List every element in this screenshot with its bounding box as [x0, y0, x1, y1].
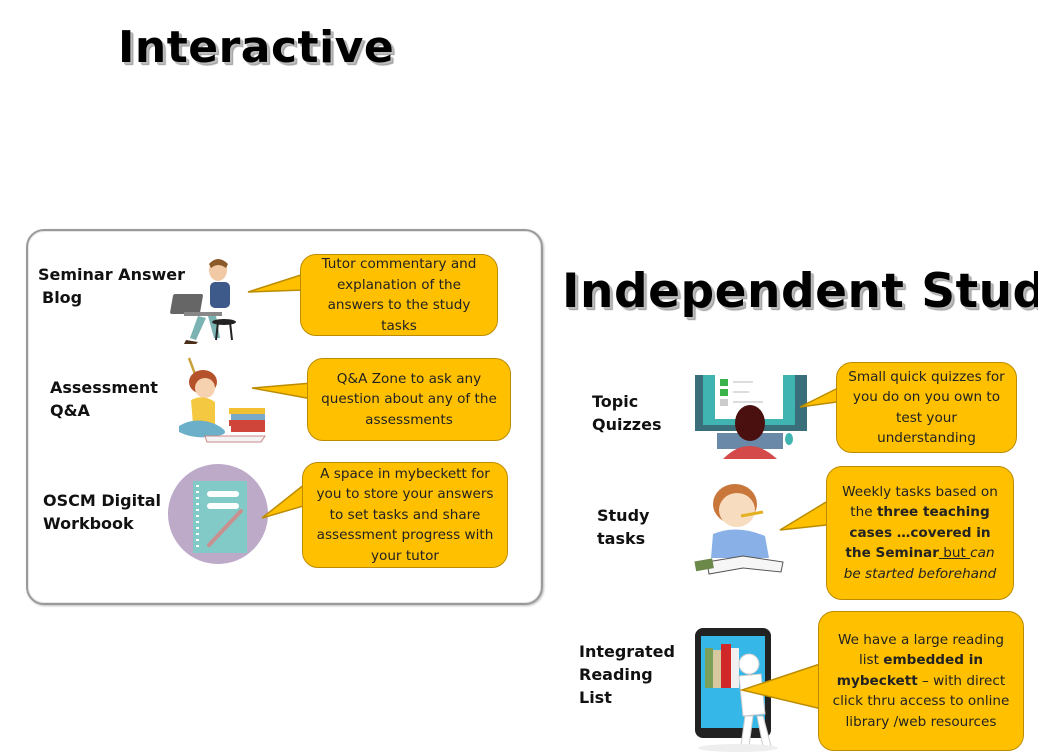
seminar-answer-blog-label: Seminar Answer Blog — [38, 263, 185, 309]
bubble-text-part: Weekly tasks based on the — [842, 483, 998, 521]
tablet-bookshelf-illustration — [695, 628, 778, 752]
integrated-reading-list-bubble-text: We have a large reading list embedded in… — [827, 630, 1015, 733]
bubble-text-underline: but — [938, 545, 971, 562]
interactive-panel — [26, 229, 543, 605]
bubble-text-bold: embedded in mybeckett — [836, 652, 984, 689]
assessment-qa-bubble: Q&A Zone to ask any question about any o… — [307, 358, 511, 441]
bubble-tail — [739, 661, 827, 711]
boy-studying-illustration — [694, 484, 784, 575]
label-line: Blog — [42, 288, 83, 307]
label-line: Reading — [579, 665, 653, 684]
bubble-tail — [247, 273, 305, 293]
student-thinking-books-illustration — [179, 357, 266, 443]
label-line: Q&A — [50, 401, 90, 420]
study-tasks-label: Study tasks — [597, 504, 649, 550]
bubble-text-italic: can be started beforehand — [843, 545, 997, 582]
label-line: Assessment — [50, 378, 158, 397]
label-line: OSCM Digital — [43, 491, 161, 510]
label-line: Integrated — [579, 642, 675, 661]
bubble-text-part: We have a large reading list — [837, 631, 1005, 669]
bubble-text-part: – with direct click thru access to onlin… — [832, 672, 1010, 730]
study-tasks-bubble-text: Weekly tasks based on the three teaching… — [835, 482, 1005, 585]
label-line: Workbook — [43, 514, 134, 533]
label-line: Study — [597, 506, 650, 525]
quiz-computer-illustration — [695, 375, 807, 459]
label-line: Topic — [592, 392, 639, 411]
bubble-tail — [261, 479, 311, 519]
oscm-digital-workbook-label: OSCM Digital Workbook — [43, 489, 161, 535]
study-tasks-bubble: Weekly tasks based on the three teaching… — [826, 466, 1014, 600]
bubble-tail — [799, 384, 845, 408]
bubble-tail — [779, 495, 837, 531]
interactive-heading: Interactive — [118, 22, 395, 73]
label-line: Seminar Answer — [38, 265, 185, 284]
integrated-reading-list-label: Integrated Reading List — [579, 640, 675, 709]
topic-quizzes-label: Topic Quizzes — [592, 390, 661, 436]
integrated-reading-list-bubble: We have a large reading list embedded in… — [818, 611, 1024, 751]
oscm-digital-workbook-bubble: A space in mybeckett for you to store yo… — [302, 462, 508, 568]
bubble-text-bold: three teaching cases …covered in the Sem… — [845, 504, 991, 562]
independent-study-heading: Independent Study — [562, 264, 1038, 319]
label-line: Quizzes — [592, 415, 662, 434]
bubble-tail — [251, 382, 313, 400]
seminar-answer-blog-bubble: Tutor commentary and explanation of the … — [300, 254, 498, 336]
topic-quizzes-bubble: Small quick quizzes for you do on you ow… — [836, 362, 1017, 453]
label-line: List — [579, 688, 612, 707]
label-line: tasks — [597, 529, 646, 548]
assessment-qa-label: Assessment Q&A — [50, 376, 158, 422]
student-laptop-illustration — [170, 259, 236, 344]
notebook-pencil-icon — [168, 464, 268, 564]
